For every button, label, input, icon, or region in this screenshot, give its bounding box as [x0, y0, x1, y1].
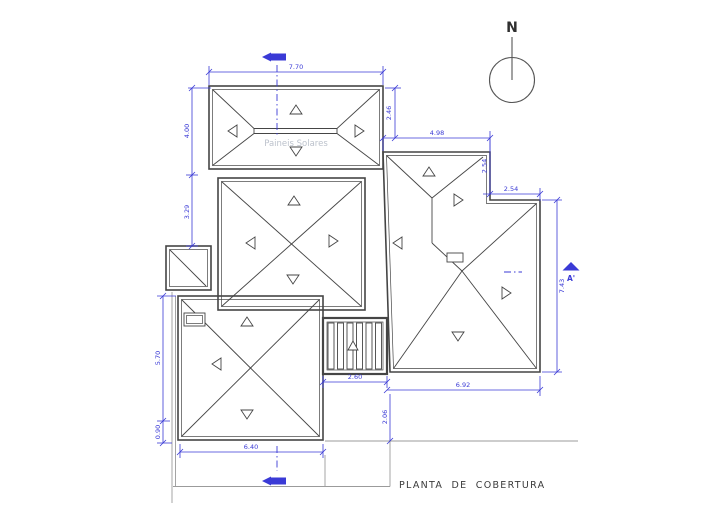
slope-arrow-down-icon [286, 274, 300, 285]
slope-arrow-right-icon [354, 124, 365, 138]
roof-vent [446, 252, 464, 263]
svg-text:2.54: 2.54 [481, 159, 489, 173]
section-marker-b-top [262, 52, 286, 136]
svg-text:2.60: 2.60 [348, 373, 362, 381]
svg-text:6.40: 6.40 [244, 443, 258, 451]
svg-text:7.70: 7.70 [289, 63, 303, 71]
pergola [321, 316, 389, 376]
slope-arrow-down-icon [240, 409, 254, 420]
dimension-right-top: 2.46 [385, 84, 401, 142]
roof-top: Paineis Solares [208, 85, 384, 170]
dimension-bottom-offset: 2.06 [381, 394, 394, 445]
dimension-bottom-right-width: 6.92 [383, 376, 544, 396]
svg-text:4.98: 4.98 [430, 129, 444, 137]
svg-text:0.90: 0.90 [154, 425, 162, 439]
slope-arrow-up-icon [289, 104, 303, 115]
chimney [183, 312, 206, 327]
dimension-left-lower: 3.29 [183, 175, 198, 250]
north-label: N [506, 20, 518, 36]
slope-arrow-left-icon [392, 236, 403, 250]
roof-middle [217, 177, 366, 311]
slope-arrow-left-icon [245, 236, 256, 250]
section-marker-a: A' [504, 262, 580, 283]
dimension-right-height: 7.43 [542, 196, 566, 376]
svg-text:2.54: 2.54 [504, 185, 518, 193]
slope-arrow-up-icon [240, 316, 254, 327]
dimension-top-width: 7.70 [205, 63, 387, 85]
roof-bottom-left [177, 295, 324, 441]
solar-panels-label: Paineis Solares [264, 139, 328, 149]
slope-arrow-down-icon [451, 331, 465, 342]
dimension-pergola-width: 2.60 [319, 373, 391, 388]
annex-left [165, 245, 212, 291]
section-arrow-up-icon [562, 262, 580, 271]
slope-arrow-up-icon [287, 195, 301, 206]
slope-arrow-up-icon [347, 340, 359, 351]
dimension-left-upper: 4.00 [183, 84, 211, 179]
slope-arrow-left-icon [227, 124, 238, 138]
svg-text:4.00: 4.00 [183, 124, 191, 138]
dimension-bottom-left-width: 6.40 [176, 443, 327, 458]
slope-arrow-left-icon [211, 357, 222, 371]
svg-text:6.92: 6.92 [456, 381, 470, 389]
slope-arrow-right-icon [453, 193, 464, 207]
plan-title: PLANTA DE COBERTURA [399, 480, 545, 491]
svg-text:2.46: 2.46 [385, 106, 393, 120]
section-marker-b-bottom [262, 446, 286, 486]
slope-arrow-right-icon [328, 234, 339, 248]
slope-arrow-down-icon [289, 146, 303, 157]
svg-text:5.70: 5.70 [154, 351, 162, 365]
dimension-left-eave: 0.90 [154, 421, 172, 447]
north-indicator: N [488, 20, 536, 104]
section-a-label: A' [567, 274, 575, 283]
slope-arrow-up-icon [422, 166, 436, 177]
dimension-upper-right-width: 4.98 [379, 129, 494, 151]
dimension-left-height: 5.70 [154, 292, 176, 425]
north-circle [488, 56, 536, 104]
dimension-step-width: 2.54 [483, 185, 544, 201]
svg-text:3.29: 3.29 [183, 205, 191, 219]
slope-arrow-right-icon [501, 286, 512, 300]
svg-text:7.43: 7.43 [558, 279, 566, 293]
svg-text:2.06: 2.06 [381, 410, 389, 424]
ground-lines [171, 292, 578, 503]
